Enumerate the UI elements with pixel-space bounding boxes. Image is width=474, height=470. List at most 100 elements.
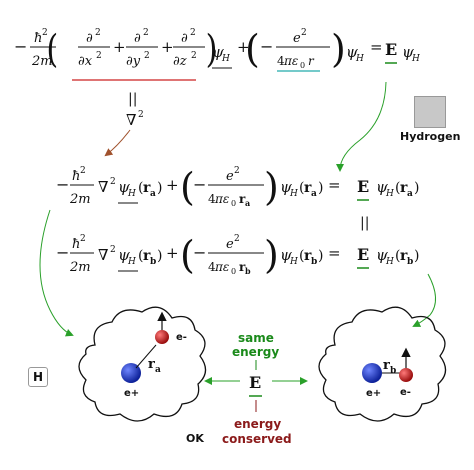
svg-text:πε: πε (283, 54, 298, 68)
svg-text:(: ( (180, 233, 195, 277)
svg-text:): ) (318, 248, 323, 264)
equality-sign: || (128, 91, 137, 107)
svg-text:0: 0 (300, 61, 305, 70)
svg-text:πε: πε (214, 260, 229, 274)
svg-text:b: b (390, 366, 396, 376)
portrait-thumbnail (414, 96, 446, 128)
svg-text:r: r (304, 248, 312, 264)
svg-text:r: r (304, 180, 312, 196)
svg-text:ψ: ψ (118, 246, 130, 264)
svg-text:+: + (237, 38, 250, 56)
svg-text:+: + (166, 176, 179, 194)
svg-text:4: 4 (277, 54, 285, 68)
center-E: E (249, 373, 261, 392)
svg-text:r: r (308, 54, 315, 68)
svg-text:ψ: ψ (118, 178, 130, 196)
svg-text:2: 2 (234, 166, 240, 176)
same-label: same (238, 331, 274, 345)
svg-text:ψ: ψ (376, 178, 388, 196)
svg-text:(: ( (299, 180, 304, 196)
svg-text:H: H (289, 257, 298, 267)
svg-text:): ) (414, 180, 419, 196)
svg-text:2: 2 (110, 177, 116, 187)
svg-text:(: ( (138, 180, 143, 196)
svg-text:∂x: ∂x (78, 54, 93, 69)
svg-text:(: ( (138, 248, 143, 264)
equality-sign-2: || (360, 215, 369, 231)
svg-text:2: 2 (190, 28, 196, 38)
svg-text:(: ( (395, 248, 400, 264)
svg-text:(: ( (299, 248, 304, 264)
label-eplus-left: e+ (124, 388, 139, 399)
svg-text:): ) (331, 27, 346, 71)
svg-text:+: + (113, 38, 126, 56)
svg-text:2: 2 (80, 234, 86, 244)
svg-text:H: H (127, 257, 136, 267)
svg-text:H: H (127, 189, 136, 199)
svg-text:0: 0 (231, 267, 236, 276)
svg-text:a: a (150, 189, 156, 199)
svg-text:r: r (400, 248, 408, 264)
hydrogen-label: Hydrogen (400, 130, 460, 143)
svg-text:(: ( (245, 27, 260, 71)
svg-text:ψ: ψ (376, 246, 388, 264)
svg-text:E: E (357, 245, 369, 264)
svg-text:E: E (385, 40, 397, 59)
svg-text:2m: 2m (69, 192, 91, 207)
svg-text:−: − (193, 175, 206, 194)
svg-text:4: 4 (208, 192, 216, 206)
svg-text:=: = (370, 38, 383, 56)
svg-text:b: b (311, 257, 317, 267)
svg-text:2: 2 (234, 234, 240, 244)
green-arrow-top (336, 81, 387, 172)
label-eminus-right: e- (400, 387, 411, 398)
svg-text:): ) (264, 233, 279, 277)
svg-text:e: e (293, 31, 301, 46)
green-arrow-left (39, 209, 74, 337)
label-rb: r (383, 358, 390, 373)
svg-text:): ) (414, 248, 419, 264)
svg-text:a: a (245, 198, 250, 208)
svg-text:∂y: ∂y (126, 54, 141, 69)
svg-text:2m: 2m (31, 54, 53, 69)
svg-text:r: r (239, 192, 246, 206)
svg-text:r: r (239, 260, 246, 274)
svg-text:4: 4 (208, 260, 216, 274)
svg-text:2: 2 (95, 28, 101, 38)
svg-text:): ) (157, 180, 162, 196)
svg-text:∇: ∇ (98, 178, 108, 196)
electron-right (399, 368, 413, 382)
nabla-squared: ∇ (126, 111, 136, 129)
energy-conserved-1: energy (234, 417, 281, 431)
svg-text:2: 2 (110, 245, 116, 255)
svg-text:(: ( (180, 165, 195, 209)
svg-text:ψ: ψ (280, 178, 292, 196)
proton-right (362, 363, 382, 383)
svg-text:): ) (206, 28, 218, 72)
svg-text:E: E (357, 177, 369, 196)
svg-text:2m: 2m (69, 260, 91, 275)
svg-text:r: r (143, 180, 151, 196)
svg-text:ħ: ħ (72, 169, 80, 184)
svg-text:): ) (318, 180, 323, 196)
ok-label: OK (186, 432, 204, 445)
svg-text:e: e (226, 169, 234, 184)
svg-text:ψ: ψ (402, 43, 414, 61)
svg-text:ψ: ψ (346, 43, 358, 61)
svg-text:πε: πε (214, 192, 229, 206)
energy-conserved-2: conserved (222, 432, 292, 446)
svg-text:∂: ∂ (86, 31, 93, 46)
svg-text:∂: ∂ (134, 31, 141, 46)
svg-text:a: a (407, 189, 413, 199)
atom-cloud-left: r a (78, 306, 207, 422)
svg-text:2: 2 (144, 51, 150, 61)
label-eminus-left: e- (176, 332, 187, 343)
green-arrow-right (412, 273, 436, 327)
svg-text:ψ: ψ (280, 246, 292, 264)
svg-text:−: − (56, 175, 69, 194)
svg-text:r: r (400, 180, 408, 196)
